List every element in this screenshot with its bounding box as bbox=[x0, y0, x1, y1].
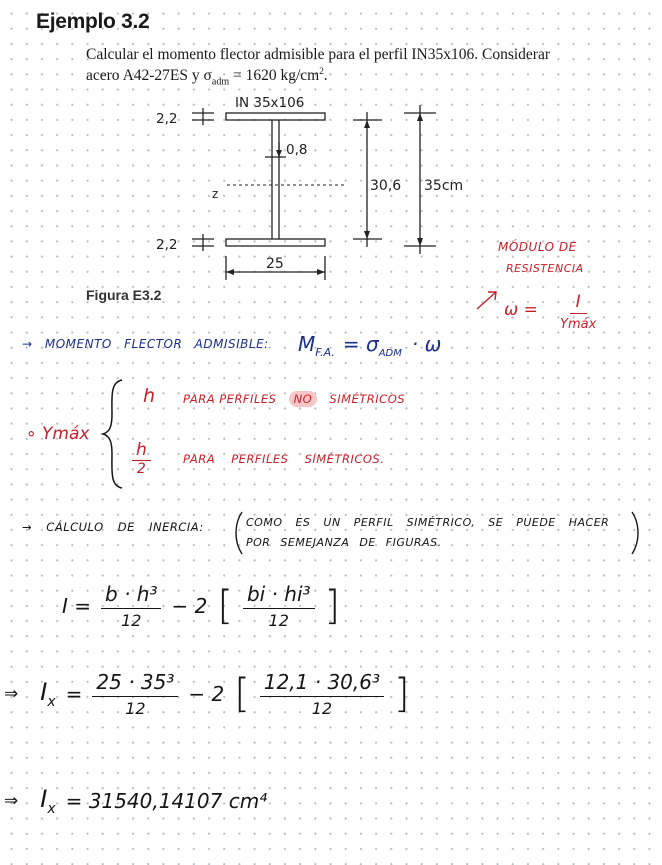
modulo-title-2: RESISTENCIA bbox=[506, 262, 584, 275]
total-height-label: 35cm bbox=[424, 178, 463, 194]
bottom-flange bbox=[225, 238, 326, 247]
statement-line-2: acero A42-27ES y σadm = 1620 kg/cm2. bbox=[86, 66, 328, 88]
modulo-lhs: ω = bbox=[504, 300, 538, 320]
case2-text: PARA PERFILES SIMÉTRICOS. bbox=[183, 452, 385, 466]
close-paren-icon bbox=[631, 511, 639, 555]
no-highlight: NO bbox=[288, 391, 318, 407]
inertia-result: = 31540,14107 cm⁴ bbox=[65, 788, 268, 813]
bottom-flange-thickness: 2,2 bbox=[156, 237, 177, 253]
ibeam-figure: IN 35x106 2,2 2,2 0,8 z 30,6 35cm 25 bbox=[156, 95, 463, 280]
case1-text: PARA PERFILES NO SIMÉTRICOS bbox=[183, 391, 406, 407]
problem-statement: Calcular el momento flector admisible pa… bbox=[86, 46, 606, 90]
web-thickness: 0,8 bbox=[286, 142, 307, 158]
modulo-title-1: MÓDULO DE bbox=[498, 240, 577, 254]
top-flange-thickness: 2,2 bbox=[156, 111, 177, 127]
inertia-note-1: COMO ES UN PERFIL SIMÉTRICO, SE PUEDE HA… bbox=[246, 516, 610, 529]
inertia-label: → CÁLCULO DE INERCIA: bbox=[22, 520, 204, 534]
ymax-bullet: ∘ Ymáx bbox=[26, 424, 90, 444]
brace-icon bbox=[100, 379, 123, 489]
top-flange bbox=[225, 112, 326, 121]
moment-label: → MOMENTO FLECTOR ADMISIBLE: bbox=[22, 337, 269, 351]
case1-value: h bbox=[143, 385, 156, 407]
axis-label: z bbox=[212, 187, 218, 201]
case2-fraction: h 2 bbox=[132, 440, 151, 477]
equation-result: ⇒ Ix = 31540,14107 cm⁴ bbox=[4, 785, 268, 817]
inertia-note-2: POR SEMEJANZA DE FIGURAS. bbox=[246, 536, 442, 549]
statement-line-1: Calcular el momento flector admisible pa… bbox=[86, 46, 550, 63]
open-paren-icon bbox=[235, 511, 243, 555]
figure-caption: Figura E3.2 bbox=[86, 287, 162, 303]
example-title: Ejemplo 3.2 bbox=[36, 10, 150, 33]
moment-formula: MF.A.= σADM· ω bbox=[298, 332, 442, 359]
profile-label: IN 35x106 bbox=[235, 95, 304, 111]
width-label: 25 bbox=[266, 256, 284, 272]
inner-height-label: 30,6 bbox=[370, 178, 401, 194]
modulo-fraction: I Ymáx bbox=[560, 292, 597, 332]
pointer-arrow-icon bbox=[476, 291, 497, 310]
